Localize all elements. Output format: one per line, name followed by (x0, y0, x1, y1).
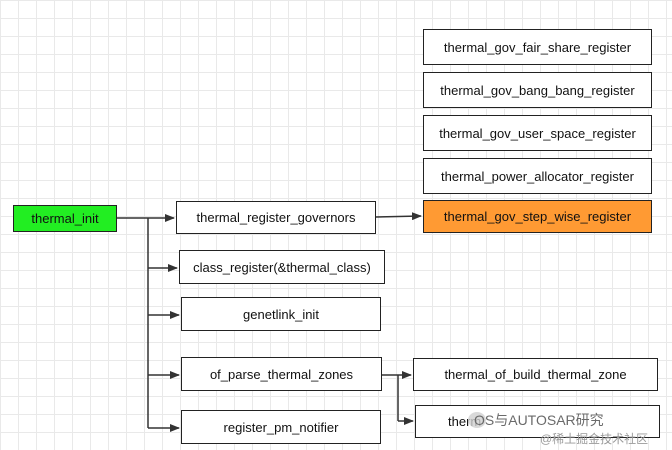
node-register-pm-notifier: register_pm_notifier (181, 410, 381, 444)
node-fair-share: thermal_gov_fair_share_register (423, 29, 652, 65)
node-genetlink-init: genetlink_init (181, 297, 381, 331)
node-class-register: class_register(&thermal_class) (179, 250, 385, 284)
watermark-text: OS与AUTOSAR研究 (474, 412, 604, 428)
node-bang-bang: thermal_gov_bang_bang_register (423, 72, 652, 108)
node-user-space: thermal_gov_user_space_register (423, 115, 652, 151)
wechat-icon (468, 412, 486, 428)
node-partial-obscured: therm (415, 405, 660, 438)
node-build-thermal-zone: thermal_of_build_thermal_zone (413, 358, 658, 391)
node-of-parse-thermal-zones: of_parse_thermal_zones (181, 357, 382, 391)
watermark-subtext: @稀土掘金技术社区 (540, 432, 649, 446)
node-step-wise: thermal_gov_step_wise_register (423, 200, 652, 233)
arrow-governors-to-step-wise (375, 212, 422, 221)
node-register-governors: thermal_register_governors (176, 201, 376, 234)
node-power-allocator: thermal_power_allocator_register (423, 158, 652, 194)
node-thermal-init: thermal_init (13, 205, 117, 232)
